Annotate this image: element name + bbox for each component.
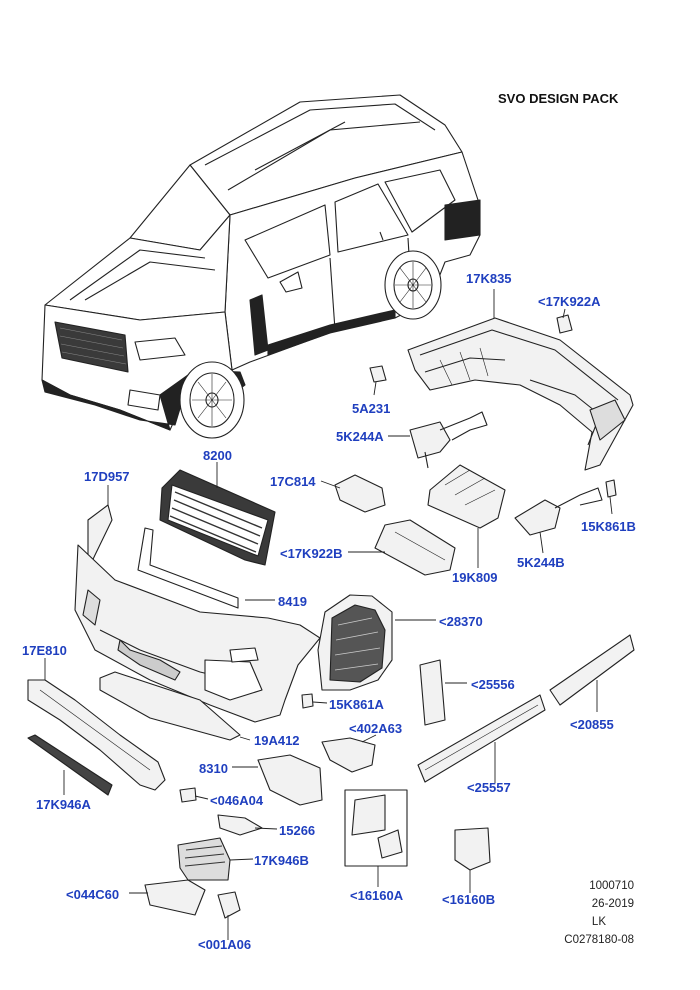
callout-17k922a[interactable]: <17K922A <box>538 294 601 309</box>
callout-16160a[interactable]: <16160A <box>350 888 404 903</box>
callout-044c60[interactable]: <044C60 <box>66 887 120 902</box>
callout-20855[interactable]: <20855 <box>570 717 614 732</box>
vehicle-illustration <box>41 94 481 439</box>
callout-17e810[interactable]: 17E810 <box>22 643 67 658</box>
callout-19k809[interactable]: 19K809 <box>452 570 498 585</box>
diagram-title: SVO DESIGN PACK <box>498 91 619 106</box>
callout-15k861b[interactable]: 15K861B <box>581 519 636 534</box>
callout-8419[interactable]: 8419 <box>278 594 307 609</box>
part-rear-bumper <box>407 317 634 471</box>
callout-17k946a[interactable]: 17K946A <box>36 797 91 812</box>
reference-number: 1000710 <box>589 880 634 892</box>
callout-17k946b[interactable]: 17K946B <box>254 853 309 868</box>
reference-date: 26-2019 <box>591 898 634 910</box>
callout-15k861a[interactable]: 15K861A <box>329 697 384 712</box>
callout-8310[interactable]: 8310 <box>199 761 228 776</box>
callout-402a63[interactable]: <402A63 <box>349 721 403 736</box>
callout-5k244b[interactable]: 5K244B <box>517 555 565 570</box>
callout-16160b[interactable]: <16160B <box>442 892 496 907</box>
callout-17c814[interactable]: 17C814 <box>270 474 316 489</box>
callout-5a231[interactable]: 5A231 <box>352 401 391 416</box>
callout-17d957[interactable]: 17D957 <box>84 469 130 484</box>
part-front-bumper <box>74 544 321 723</box>
reference-code: C0278180-08 <box>564 934 634 946</box>
callout-17k922b[interactable]: <17K922B <box>280 546 343 561</box>
callout-19a412[interactable]: 19A412 <box>254 733 300 748</box>
callout-8200[interactable]: 8200 <box>203 448 232 463</box>
callout-25557[interactable]: <25557 <box>467 780 511 795</box>
callout-15266[interactable]: 15266 <box>279 823 316 838</box>
callout-28370[interactable]: <28370 <box>439 614 483 629</box>
callout-5k244a[interactable]: 5K244A <box>336 429 384 444</box>
callout-046a04[interactable]: <046A04 <box>210 793 264 808</box>
callout-17k835[interactable]: 17K835 <box>466 271 512 286</box>
reference-initials: LK <box>591 916 606 928</box>
callout-25556[interactable]: <25556 <box>471 677 515 692</box>
callout-001a06[interactable]: <001A06 <box>198 937 252 952</box>
